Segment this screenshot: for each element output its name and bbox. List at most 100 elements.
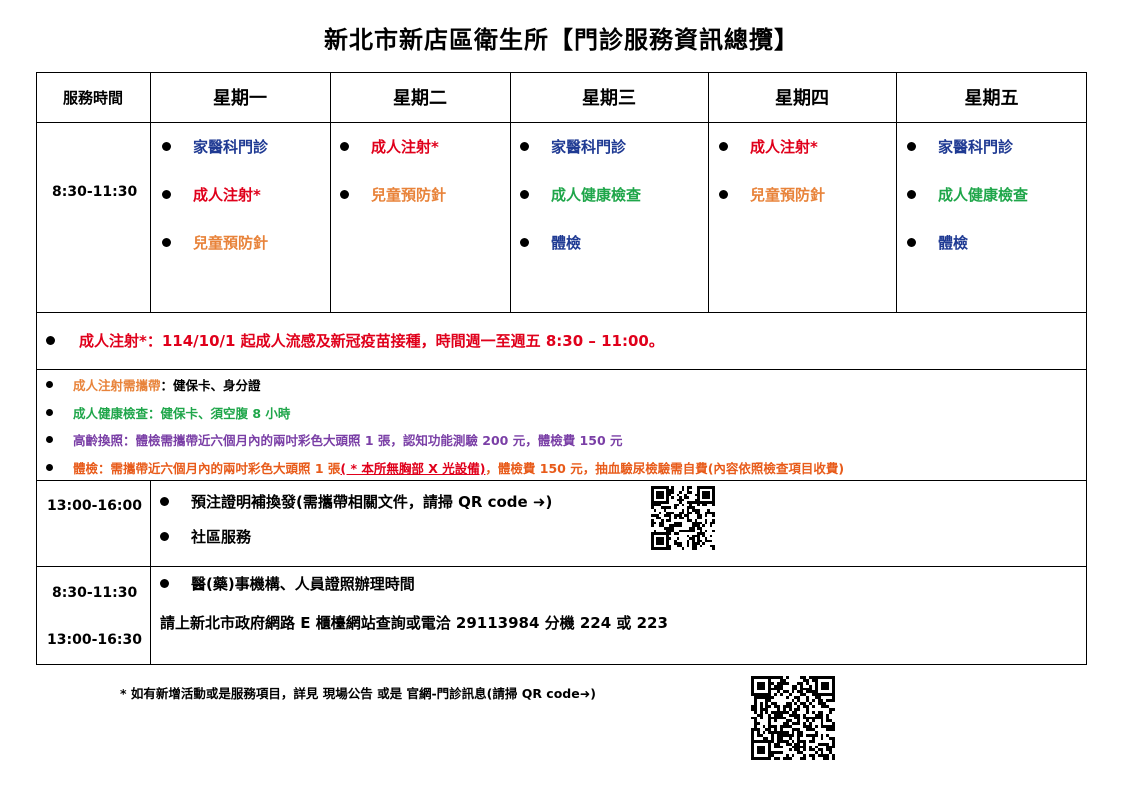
- qr-module: [806, 707, 809, 711]
- qr-module: [803, 693, 807, 697]
- qr-module: [656, 542, 659, 545]
- qr-module: [791, 728, 795, 732]
- qr-module: [788, 704, 792, 708]
- qr-module: [820, 742, 824, 746]
- qr-module: [753, 699, 757, 703]
- qr-module: [656, 537, 659, 540]
- qr-module: [709, 486, 713, 489]
- qr-module: [702, 486, 705, 489]
- license-service: 醫(藥)事機構、人員證照辦理時間: [160, 573, 415, 594]
- qr-module: [668, 526, 672, 530]
- qr-module: [666, 542, 669, 545]
- qr-module: [697, 524, 700, 527]
- qr-module: [699, 514, 703, 517]
- qr-module: [686, 544, 690, 548]
- qr-module: [666, 501, 669, 504]
- thursday-service: 成人注射*: [719, 136, 818, 157]
- qr-module: [794, 710, 798, 714]
- bullet-icon: [719, 142, 728, 151]
- qr-module: [656, 501, 659, 504]
- qr-module: [806, 690, 809, 694]
- qr-module: [788, 719, 792, 723]
- certificate-reissue: 預注證明補換發(需攜帶相關文件，請掃 QR code ➜): [160, 491, 552, 512]
- qr-module: [686, 529, 690, 533]
- qr-module: [712, 503, 715, 507]
- qr-module: [712, 498, 715, 502]
- qr-module: [759, 739, 763, 743]
- qr-code[interactable]: [751, 676, 835, 760]
- qr-module: [653, 521, 657, 525]
- qr-module: [785, 725, 789, 729]
- qr-module: [800, 681, 804, 685]
- qr-module: [806, 719, 809, 723]
- qr-module: [704, 514, 708, 517]
- qr-module: [762, 707, 766, 711]
- qr-module: [800, 757, 804, 760]
- qr-module: [671, 511, 675, 515]
- qr-module: [777, 690, 780, 694]
- qr-module: [771, 733, 775, 737]
- qr-module: [774, 687, 778, 691]
- header-wednesday: 星期三: [582, 88, 636, 109]
- bullet-icon: [160, 497, 169, 506]
- header-thursday: 星期四: [775, 88, 829, 109]
- header-tuesday: 星期二: [393, 88, 447, 109]
- qr-module: [668, 516, 672, 520]
- qr-module: [694, 544, 698, 548]
- qr-module: [651, 521, 654, 525]
- qr-module: [712, 519, 715, 522]
- qr-module: [797, 733, 801, 737]
- qr-module: [808, 754, 812, 758]
- divider: [708, 72, 709, 312]
- qr-module: [656, 491, 659, 494]
- qr-module: [811, 739, 815, 743]
- qr-module: [658, 521, 662, 525]
- qr-module: [768, 687, 772, 691]
- qr-module: [762, 731, 766, 734]
- qr-module: [666, 514, 669, 517]
- qr-module: [661, 506, 664, 510]
- qr-module: [808, 748, 812, 752]
- qr-module: [820, 710, 824, 714]
- qr-module: [820, 687, 824, 691]
- qr-module: [762, 739, 766, 743]
- qr-module: [826, 704, 830, 708]
- qr-module: [712, 529, 715, 533]
- qr-module: [651, 506, 654, 510]
- qr-module: [794, 716, 798, 720]
- qr-module: [788, 748, 792, 752]
- qr-module: [751, 742, 754, 746]
- qr-module: [709, 511, 713, 515]
- qr-module: [689, 519, 692, 522]
- qr-code[interactable]: [651, 486, 715, 550]
- bullet-icon: [46, 436, 53, 443]
- qr-module: [759, 696, 763, 700]
- divider: [150, 72, 151, 312]
- qr-module: [800, 693, 804, 697]
- qr-module: [777, 736, 780, 740]
- qr-module: [753, 676, 757, 679]
- qr-module: [832, 722, 835, 726]
- qr-module: [679, 521, 682, 525]
- qr-module: [782, 731, 786, 734]
- qr-module: [826, 725, 830, 729]
- qr-module: [658, 491, 662, 494]
- qr-module: [797, 704, 801, 708]
- qr-module: [832, 745, 835, 749]
- qr-module: [797, 739, 801, 743]
- qr-module: [661, 539, 664, 543]
- qr-module: [668, 547, 672, 550]
- qr-module: [797, 719, 801, 723]
- qr-module: [820, 681, 824, 685]
- qr-module: [762, 757, 766, 760]
- qr-module: [686, 491, 690, 494]
- qr-module: [676, 532, 680, 535]
- qr-module: [814, 684, 818, 688]
- qr-module: [771, 725, 775, 729]
- qr-module: [797, 731, 801, 734]
- qr-module: [806, 716, 809, 720]
- qr-module: [656, 493, 659, 497]
- qr-module: [671, 529, 675, 533]
- bullet-icon: [162, 238, 171, 247]
- qr-module: [666, 486, 669, 489]
